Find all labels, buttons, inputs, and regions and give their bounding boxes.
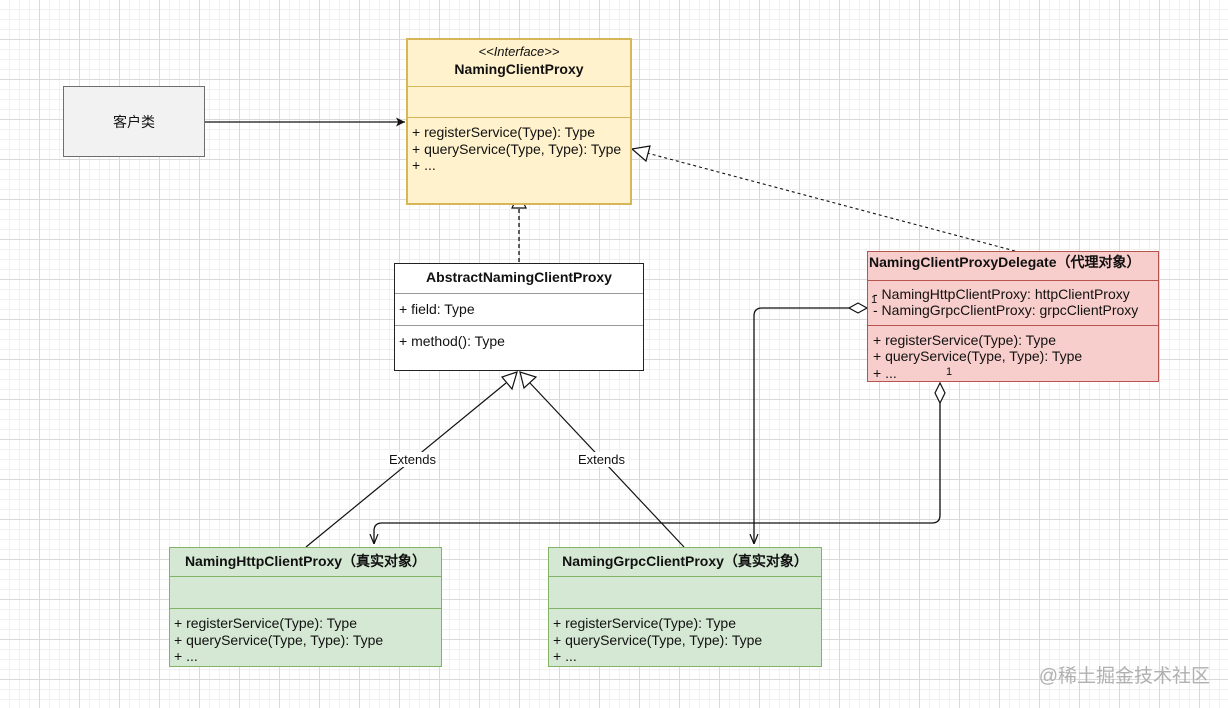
http-class-name: NamingHttpClientProxy（真实对象） (184, 553, 427, 569)
abstract-class-name: AbstractNamingClientProxy (426, 269, 612, 285)
http-method: + registerService(Type): Type (174, 615, 357, 631)
http-methods-section: + registerService(Type): Type + querySer… (170, 608, 441, 666)
interface-method: + queryService(Type, Type): Type (412, 140, 622, 157)
grpc-method: + ... (553, 648, 577, 664)
http-aggregation-multiplicity: 1 (946, 366, 953, 378)
abstract-fields-section: + field: Type (395, 293, 643, 325)
http-method: + ... (174, 648, 198, 664)
delegate-realization-arrowhead (630, 145, 651, 163)
interface-methods-section: + registerService(Type): Type + querySer… (408, 117, 630, 174)
grpc-extends-label: Extends (576, 452, 627, 467)
client-label: 客户类 (113, 113, 155, 130)
delegate-field: - NamingHttpClientProxy: httpClientProxy (873, 285, 1130, 302)
naming-client-proxy-interface[interactable]: <<Interface>> NamingClientProxy + regist… (406, 38, 632, 205)
delegate-method: + ... (873, 364, 897, 381)
http-extends-arrowhead (500, 371, 518, 391)
delegate-field: - NamingGrpcClientProxy: grpcClientProxy (873, 302, 1139, 319)
grpc-aggregation-multiplicity: 1 (871, 294, 878, 306)
naming-http-client-proxy-class[interactable]: NamingHttpClientProxy（真实对象） + registerSe… (169, 547, 442, 667)
grpc-fields-section (549, 576, 821, 608)
grpc-extends-arrowhead (519, 371, 538, 390)
grpc-method: + registerService(Type): Type (553, 615, 736, 631)
http-extends-label: Extends (387, 452, 438, 467)
grpc-aggregation-line (754, 307, 850, 544)
delegate-method: + registerService(Type): Type (873, 331, 1056, 348)
naming-grpc-client-proxy-class[interactable]: NamingGrpcClientProxy（真实对象） + registerSe… (548, 547, 822, 667)
http-fields-section (170, 576, 441, 608)
client-class-box[interactable]: 客户类 (63, 86, 205, 157)
abstract-methods-section: + method(): Type (395, 325, 643, 370)
interface-method: + registerService(Type): Type (412, 124, 595, 140)
interface-fields-section (408, 86, 630, 117)
watermark-text: @稀土掘金技术社区 (1038, 666, 1210, 687)
abstract-method: + method(): Type (399, 333, 505, 349)
delegate-method: + queryService(Type, Type): Type (873, 348, 1083, 364)
interface-name: NamingClientProxy (454, 61, 584, 77)
http-aggregation-line (374, 403, 941, 544)
delegate-class-name: NamingClientProxyDelegate（代理对象） (869, 254, 1141, 270)
interface-stereotype: <<Interface>> (478, 44, 560, 59)
delegate-realization-line (646, 152, 1016, 252)
abstract-field: + field: Type (399, 301, 475, 317)
abstract-naming-client-proxy-class[interactable]: AbstractNamingClientProxy + field: Type … (394, 263, 644, 371)
grpc-class-name: NamingGrpcClientProxy（真实对象） (562, 553, 808, 569)
interface-method: + ... (412, 157, 436, 173)
delegate-fields-section: - NamingHttpClientProxy: httpClientProxy… (868, 279, 1158, 325)
delegate-methods-section: + registerService(Type): Type + querySer… (868, 324, 1158, 382)
grpc-aggregation-diamond (847, 302, 869, 314)
http-method: + queryService(Type, Type): Type (174, 631, 384, 648)
interface-header: <<Interface>> NamingClientProxy (408, 40, 630, 86)
grpc-method: + queryService(Type, Type): Type (553, 631, 763, 648)
grpc-methods-section: + registerService(Type): Type + querySer… (549, 608, 821, 666)
naming-client-proxy-delegate-class[interactable]: NamingClientProxyDelegate（代理对象） - Naming… (867, 251, 1159, 382)
http-aggregation-diamond (934, 381, 946, 405)
